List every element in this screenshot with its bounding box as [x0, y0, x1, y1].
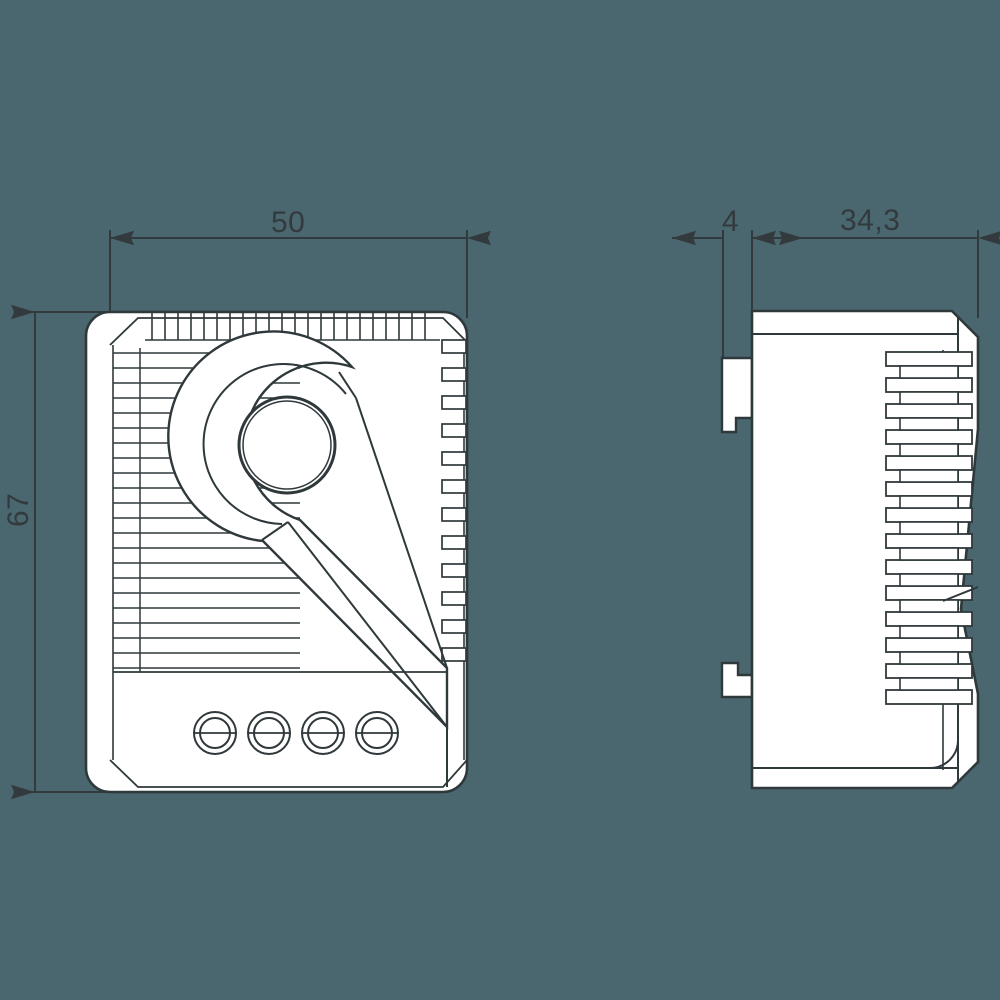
side-bottom-round	[929, 739, 959, 769]
front-right-vent-slots	[441, 339, 467, 662]
dimension-label-height: 67	[2, 492, 35, 527]
terminal-screws	[193, 711, 399, 755]
side-view	[720, 309, 980, 790]
dimension-label-clip-depth: 4	[722, 205, 740, 238]
terminal-screw[interactable]	[301, 711, 345, 755]
dimension-lines	[11, 230, 1000, 800]
dimension-label-body-depth: 34,3	[840, 204, 901, 237]
knob-housing-outer	[167, 330, 449, 730]
din-clip-lower	[720, 661, 754, 699]
din-clip-upper	[720, 356, 754, 434]
dimension-label-width: 50	[271, 206, 306, 239]
terminal-screw[interactable]	[193, 711, 237, 755]
knob-band-tick-bottom	[261, 521, 289, 541]
rotary-knob-inner	[242, 400, 332, 490]
front-inner-frame-bottom	[109, 759, 467, 788]
dimension-width-50	[109, 230, 491, 318]
front-view	[84, 310, 469, 794]
dimension-depth-343	[752, 230, 1000, 318]
knob-housing-inner	[202, 363, 347, 525]
knob-diagonal-lines	[287, 397, 448, 728]
front-inner-frame	[109, 317, 467, 346]
knob-band-tick-top	[338, 371, 357, 399]
terminal-screw[interactable]	[355, 711, 399, 755]
terminal-screw[interactable]	[247, 711, 291, 755]
side-waist-chamfer	[942, 586, 978, 602]
side-vent-slot-inner-edges	[899, 365, 959, 691]
